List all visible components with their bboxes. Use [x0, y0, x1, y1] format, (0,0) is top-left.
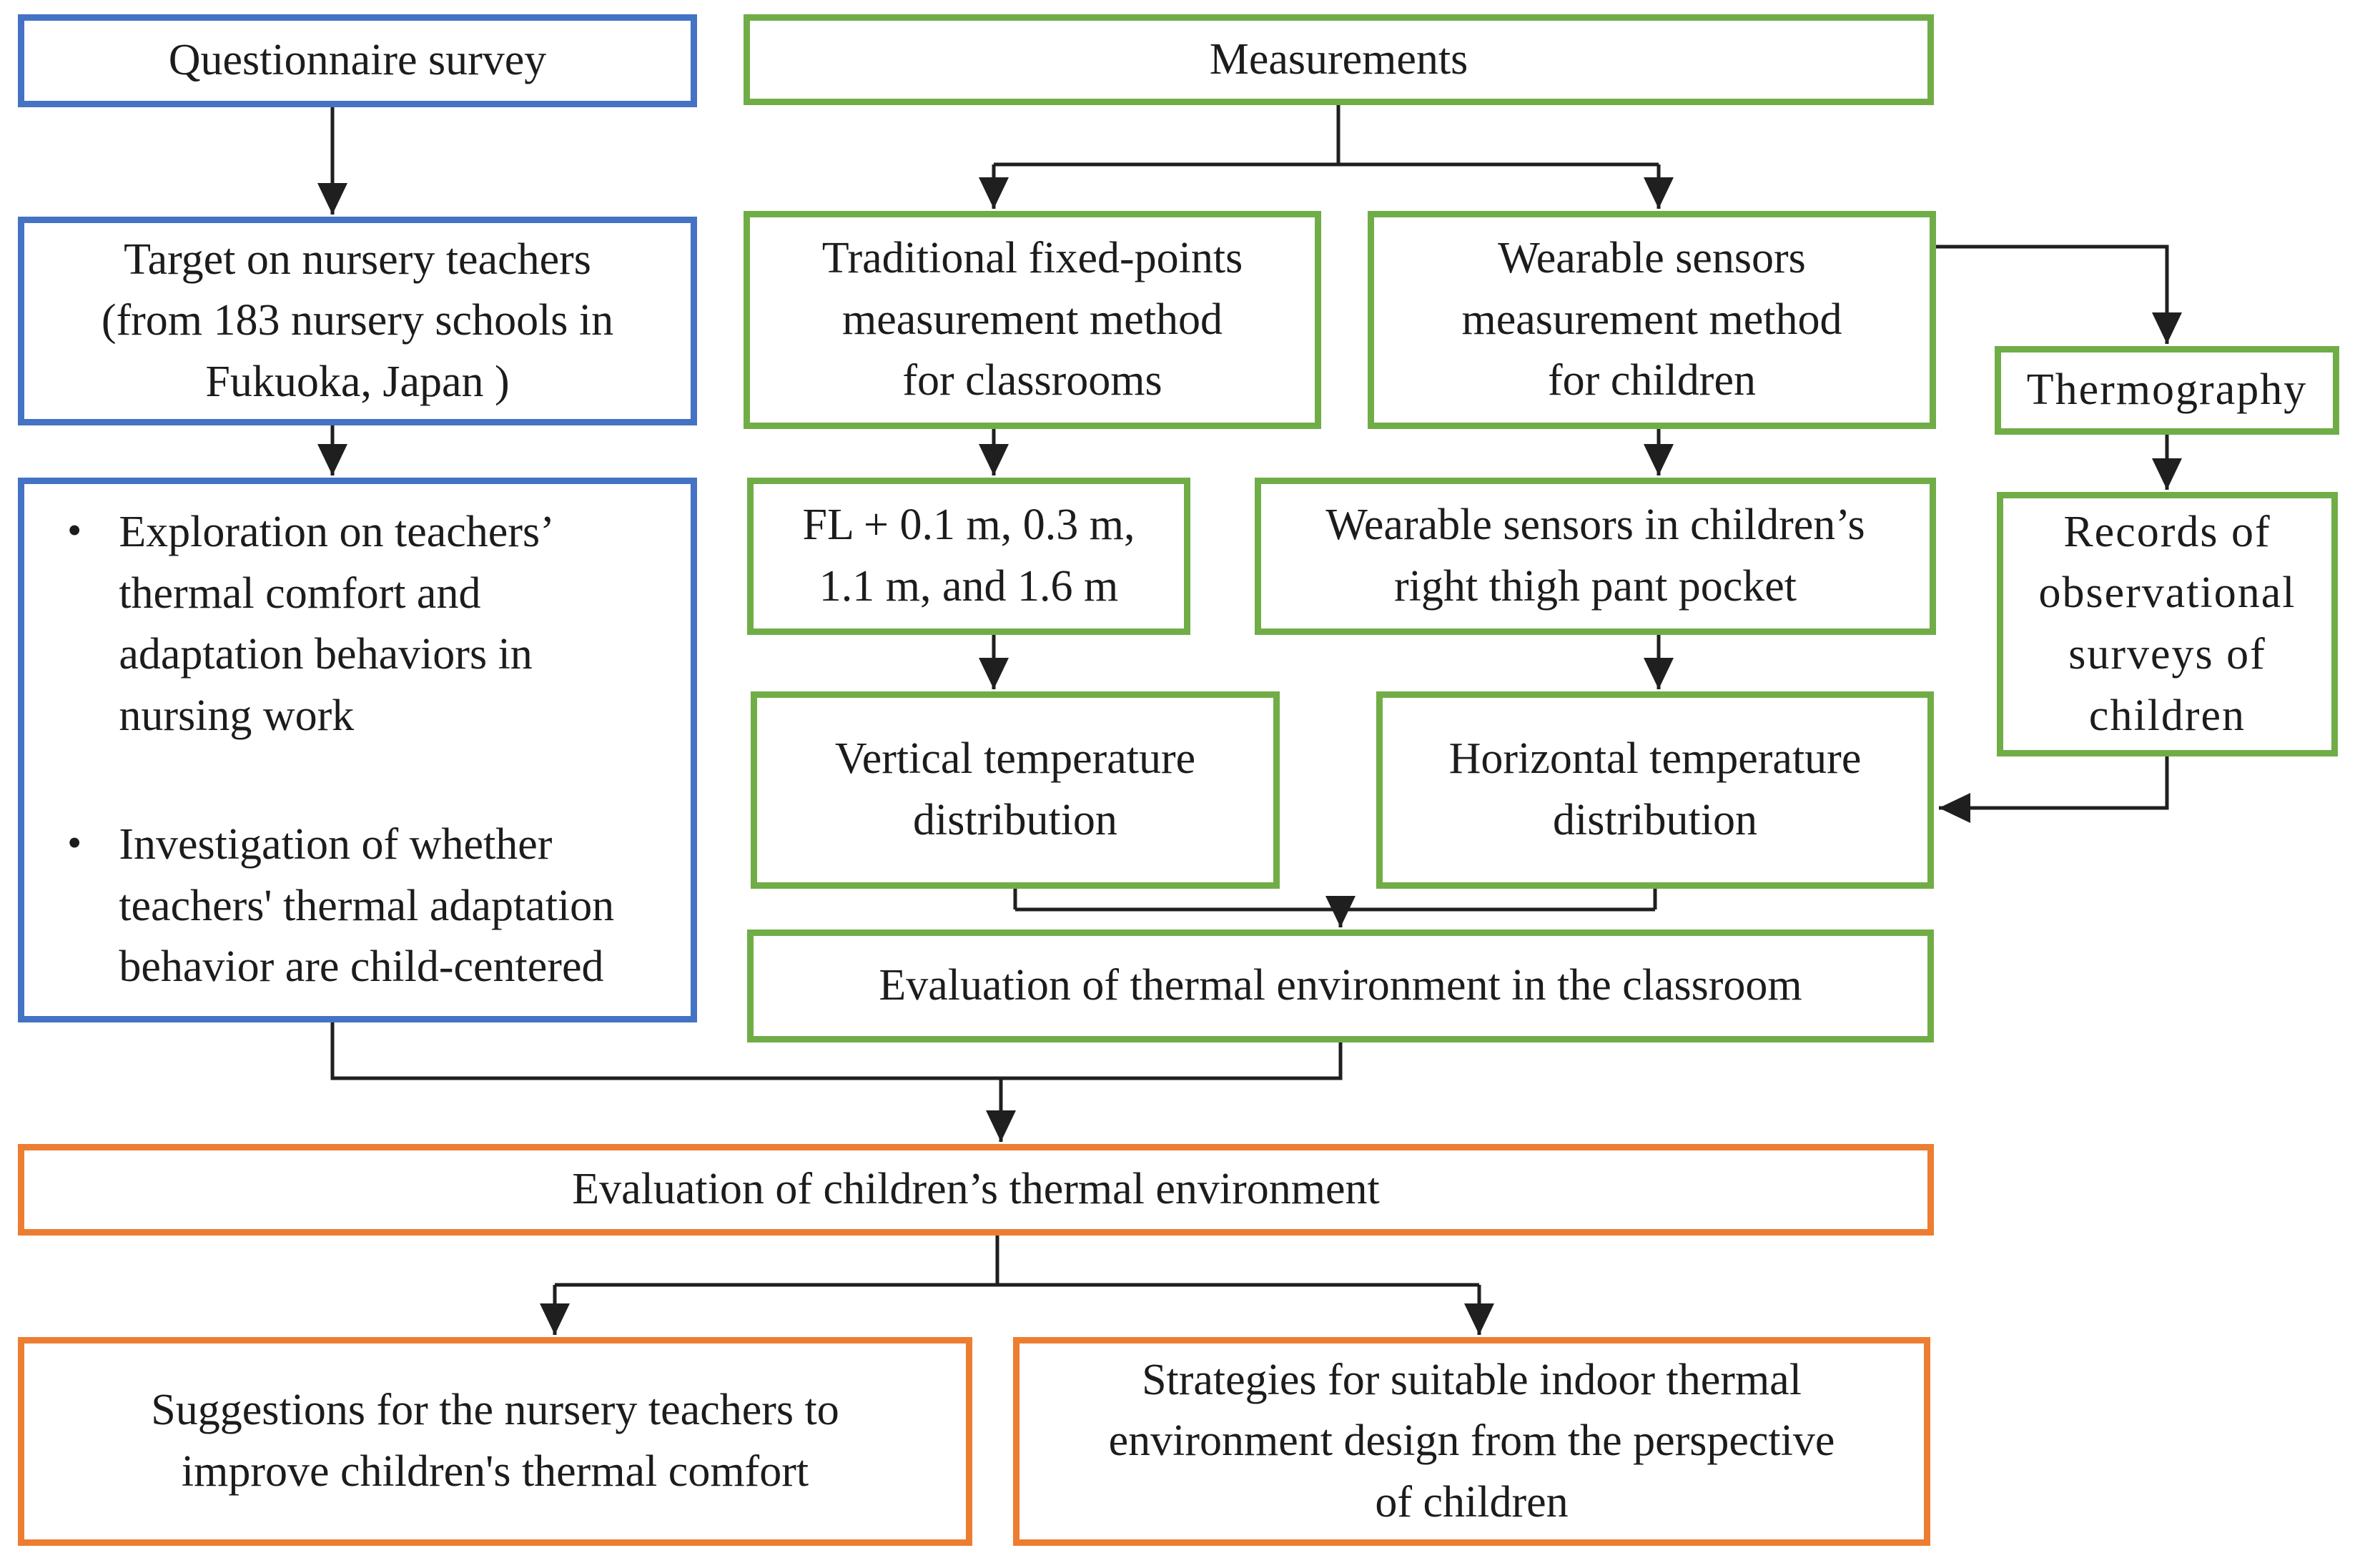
bullet-item: • Investigation of whether teachers' the… [67, 814, 651, 998]
node-label: Measurements [1209, 34, 1468, 84]
node-observational-records: Records of observational surveys of chil… [1997, 492, 2338, 756]
node-wearable-sensors-method: Wearable sensors measurement method for … [1368, 211, 1936, 429]
bullet-text: Exploration on teachers’ thermal comfort… [119, 508, 555, 740]
node-label: Wearable sensors in children’s right thi… [1325, 501, 1865, 611]
node-classroom-evaluation: Evaluation of thermal environment in the… [747, 930, 1934, 1042]
node-vertical-temperature: Vertical temperature distribution [751, 691, 1280, 889]
bullet-marker: • [67, 507, 82, 554]
node-label: Suggestions for the nursery teachers to … [151, 1386, 839, 1496]
node-label: Horizontal temperature distribution [1448, 734, 1862, 844]
node-target-nursery-teachers: Target on nursery teachers (from 183 nur… [18, 217, 697, 425]
node-label: Traditional fixed-points measurement met… [821, 234, 1243, 405]
stem-classroom-down [1001, 1042, 1343, 1080]
node-questionnaire-survey: Questionnaire survey [18, 14, 697, 107]
node-study-objectives: • Exploration on teachers’ thermal comfo… [18, 478, 697, 1022]
node-label: Questionnaire survey [168, 36, 547, 85]
node-wearable-sensors-pocket: Wearable sensors in children’s right thi… [1255, 478, 1936, 635]
node-children-thermal-evaluation: Evaluation of children’s thermal environ… [18, 1144, 1934, 1236]
bullet-text: Investigation of whether teachers' therm… [119, 820, 615, 992]
node-label: Strategies for suitable indoor thermal e… [1108, 1355, 1835, 1527]
node-label: Evaluation of children’s thermal environ… [572, 1165, 1380, 1214]
node-traditional-fixed-points: Traditional fixed-points measurement met… [744, 211, 1321, 429]
node-label: Wearable sensors measurement method for … [1461, 234, 1842, 405]
bullet-marker: • [67, 819, 82, 867]
node-suggestions: Suggestions for the nursery teachers to … [18, 1337, 972, 1546]
node-label: Records of observational surveys of chil… [2038, 507, 2296, 740]
node-measurements: Measurements [744, 14, 1934, 105]
arrow-wearable-to-thermography [1936, 245, 2182, 344]
node-label: Evaluation of thermal environment in the… [879, 961, 1802, 1010]
node-horizontal-temperature: Horizontal temperature distribution [1376, 691, 1934, 889]
node-label: Target on nursery teachers (from 183 nur… [101, 235, 614, 406]
node-fl-measurement-heights: FL + 0.1 m, 0.3 m, 1.1 m, and 1.6 m [747, 478, 1190, 635]
arrow-records-to-horizontal [1939, 756, 2169, 823]
bullet-item: • Exploration on teachers’ thermal comfo… [67, 502, 651, 746]
node-label: Vertical temperature distribution [834, 734, 1196, 844]
node-thermography: Thermography [1995, 346, 2339, 435]
node-label: Thermography [2026, 365, 2308, 415]
node-label: FL + 0.1 m, 0.3 m, 1.1 m, and 1.6 m [802, 501, 1135, 611]
node-strategies: Strategies for suitable indoor thermal e… [1013, 1337, 1930, 1546]
